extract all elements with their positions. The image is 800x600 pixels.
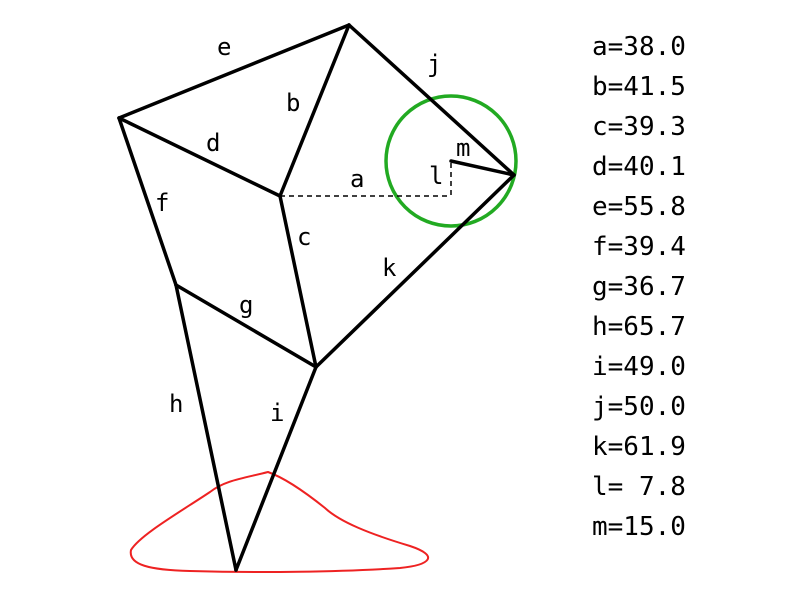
- measurement-g: g=36.7: [592, 272, 686, 302]
- measurement-k: k=61.9: [592, 432, 686, 462]
- label-e: e: [217, 33, 231, 61]
- measurement-j: j=50.0: [592, 392, 686, 422]
- segment-e: [117, 23, 351, 120]
- label-c: c: [297, 223, 311, 251]
- measurement-b: b=41.5: [592, 72, 686, 102]
- label-f: f: [155, 189, 169, 217]
- label-k: k: [382, 254, 397, 282]
- label-i: i: [270, 399, 284, 427]
- segment-b: [278, 23, 351, 198]
- measurement-m: m=15.0: [592, 512, 686, 542]
- label-b: b: [286, 89, 300, 117]
- segment-d: [117, 116, 282, 198]
- measurement-list: a=38.0 b=41.5 c=39.3 d=40.1 e=55.8 f=39.…: [592, 32, 686, 542]
- measurement-i: i=49.0: [592, 352, 686, 382]
- segment-k: [314, 173, 516, 369]
- measurement-h: h=65.7: [592, 312, 686, 342]
- green-circle: [384, 94, 518, 228]
- label-j: j: [427, 50, 441, 78]
- segment-f: [117, 116, 178, 287]
- measurement-l: l= 7.8: [592, 472, 686, 502]
- measurement-c: c=39.3: [592, 112, 686, 142]
- measurement-e: e=55.8: [592, 192, 686, 222]
- label-m: m: [456, 134, 470, 162]
- label-a: a: [350, 165, 364, 193]
- segment-h: [174, 283, 238, 572]
- label-h: h: [169, 390, 183, 418]
- measurement-f: f=39.4: [592, 232, 686, 262]
- label-l: l: [429, 162, 443, 190]
- segment-m: [449, 159, 516, 177]
- measurement-a: a=38.0: [592, 32, 686, 62]
- label-g: g: [239, 291, 253, 319]
- red-blob-shape: [129, 470, 430, 573]
- label-d: d: [206, 129, 220, 157]
- segment-c: [278, 194, 318, 369]
- segment-g: [174, 283, 318, 369]
- segment-i: [234, 365, 318, 572]
- segment-j: [347, 23, 516, 177]
- measurement-d: d=40.1: [592, 152, 686, 182]
